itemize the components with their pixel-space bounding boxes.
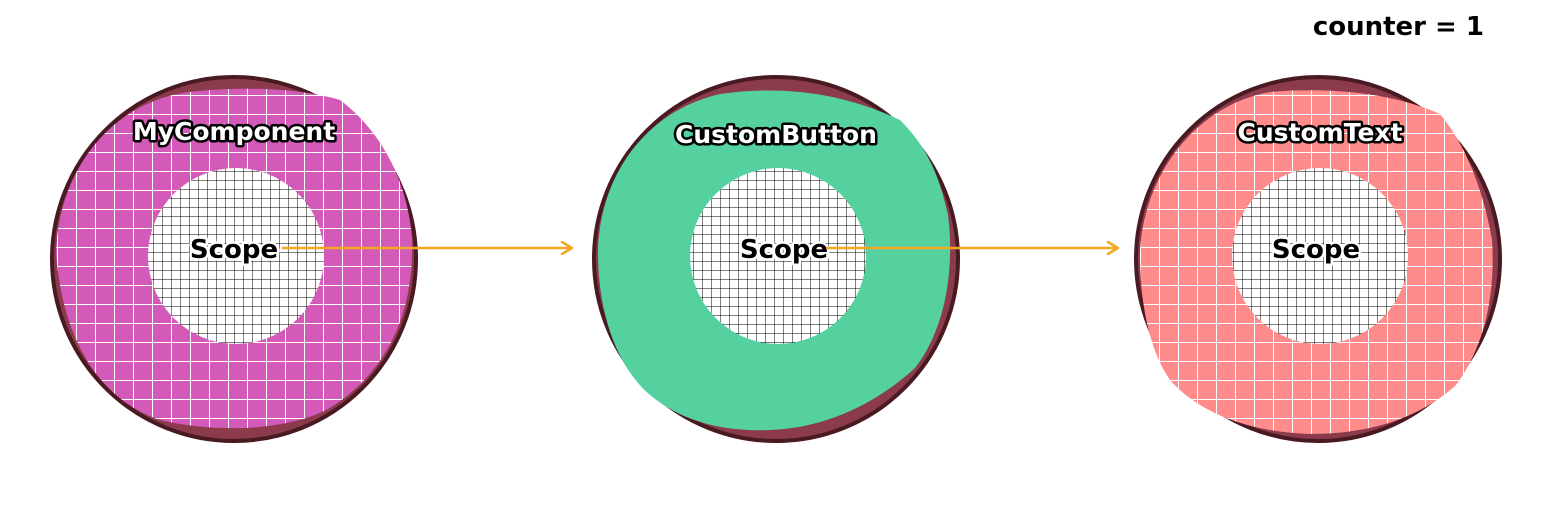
component-name: CustomText (1238, 118, 1403, 147)
component-custombutton: CustomButton Scope (592, 75, 960, 443)
scope-label: Scope (1272, 235, 1360, 265)
scope-label: Scope (190, 235, 278, 265)
component-mycomponent: MyComponent Scope (50, 75, 418, 443)
component-name: MyComponent (133, 117, 335, 146)
scope-circle (1232, 168, 1408, 344)
component-name: CustomButton (675, 120, 877, 149)
scope-circle (148, 168, 324, 344)
counter-label: counter = 1 (1312, 12, 1484, 42)
scope-label: Scope (740, 235, 828, 265)
scope-circle (690, 168, 866, 344)
component-customtext: CustomText Scope (1134, 75, 1502, 443)
